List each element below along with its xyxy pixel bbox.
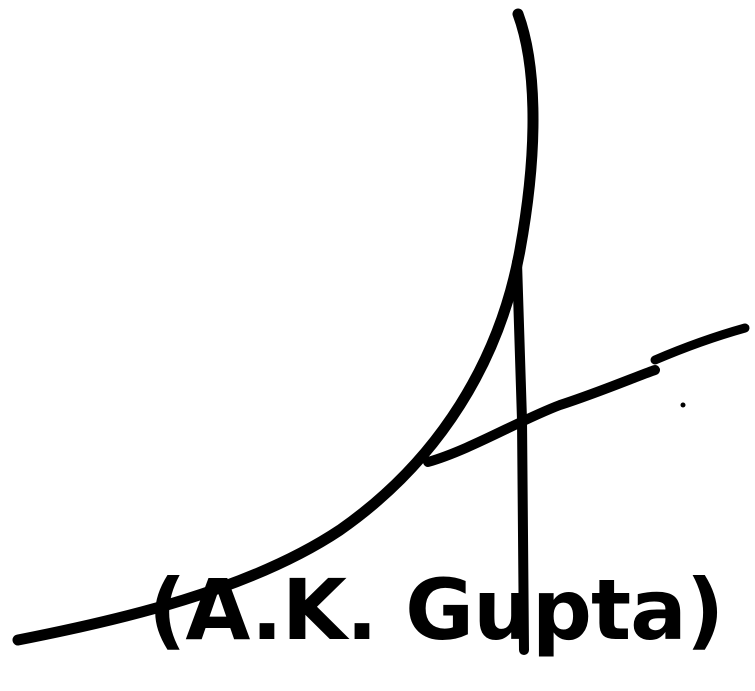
signature-main-stroke xyxy=(12,8,539,646)
signature-cross-stroke xyxy=(423,365,660,467)
signature-dot xyxy=(680,402,686,408)
signatory-name: (A.K. Gupta) xyxy=(148,561,724,659)
signature-cross-tail xyxy=(650,323,750,365)
